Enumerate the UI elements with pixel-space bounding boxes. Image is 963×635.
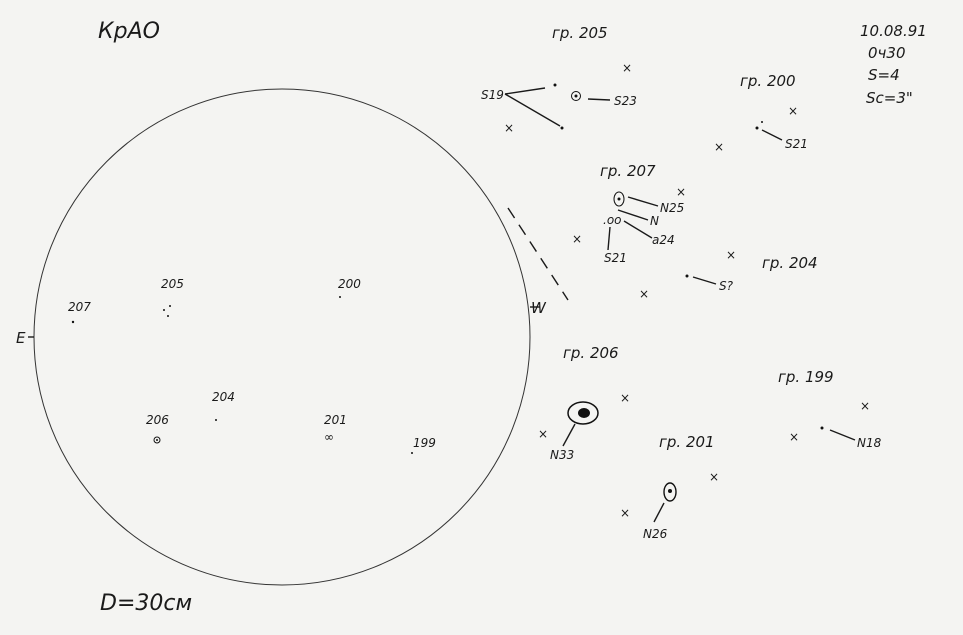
disk-group-201: 201	[324, 413, 347, 427]
observatory-label: КрАО	[98, 19, 160, 44]
diameter-label: D=30см	[100, 591, 192, 616]
group-207-label-s21: S21	[604, 251, 627, 265]
group-207-title: гр. 207	[600, 162, 656, 180]
svg-text:×: ×	[622, 61, 632, 75]
svg-text:×: ×	[676, 185, 686, 199]
disk-group-204: 204	[212, 390, 235, 404]
group-207-label-n: N	[650, 214, 659, 228]
svg-text:×: ×	[709, 470, 719, 484]
svg-text:×: ×	[620, 391, 630, 405]
group-204-label-s: S?	[719, 279, 734, 293]
limb-direction-dash	[507, 207, 569, 301]
disk-group-207: 207	[68, 300, 91, 314]
seeing-label: S=4	[868, 66, 900, 84]
group-200-title: гр. 200	[740, 72, 796, 90]
svg-text:×: ×	[789, 430, 799, 444]
group-207-label-n25: N25	[660, 201, 684, 215]
svg-text:×: ×	[860, 399, 870, 413]
svg-text:×: ×	[714, 140, 724, 154]
group-205-label-s19: S19	[481, 88, 504, 102]
group-201-title: гр. 201	[659, 433, 715, 451]
west-label: W	[531, 299, 547, 317]
scale-label: Sc=3"	[866, 89, 913, 107]
solar-disk	[33, 88, 531, 586]
spot	[71, 320, 75, 324]
group-199-label-n18: N18	[857, 436, 882, 450]
disk-group-200: 200	[338, 277, 361, 291]
svg-text:×: ×	[726, 248, 736, 262]
group-199-title: гр. 199	[778, 368, 834, 386]
group-200-label-s21: S21	[785, 137, 808, 151]
disk-group-206: 206	[146, 413, 169, 427]
group-201-label-n26: N26	[643, 527, 668, 541]
group-205-label-s23: S23	[614, 94, 637, 108]
group-206-title: гр. 206	[563, 344, 619, 362]
group-205-title: гр. 205	[552, 24, 608, 42]
time-label: 0ч30	[868, 44, 906, 62]
disk-group-205: 205	[161, 277, 184, 291]
group-207-label-a24: a24	[652, 233, 675, 247]
svg-text:×: ×	[620, 506, 630, 520]
date-label: 10.08.91	[860, 22, 927, 40]
svg-text:×: ×	[639, 287, 649, 301]
svg-text:.oo: .oo	[603, 213, 622, 227]
group-204-title: гр. 204	[762, 254, 818, 272]
svg-text:×: ×	[504, 121, 514, 135]
svg-text:∞: ∞	[324, 430, 334, 444]
east-label: E	[16, 329, 26, 347]
group-206-label-n33: N33	[550, 448, 574, 462]
disk-group-199: 199	[413, 436, 436, 450]
svg-text:×: ×	[538, 427, 548, 441]
svg-text:×: ×	[572, 232, 582, 246]
svg-text:×: ×	[788, 104, 798, 118]
